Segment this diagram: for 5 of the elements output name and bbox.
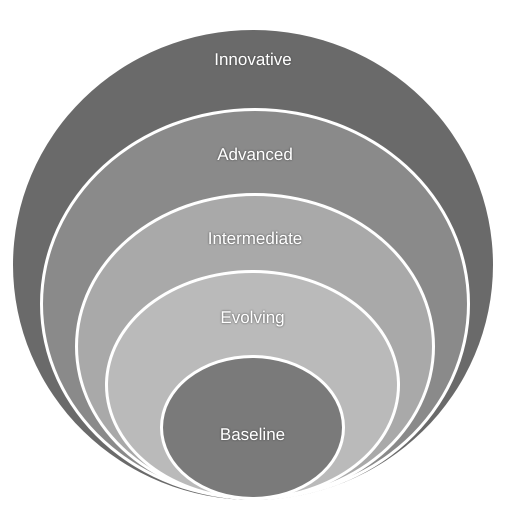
level-label: Intermediate (208, 229, 302, 249)
level-label: Innovative (214, 50, 292, 70)
level-label: Baseline (220, 425, 286, 445)
level-label: Evolving (220, 308, 285, 328)
level-label: Advanced (217, 145, 293, 165)
